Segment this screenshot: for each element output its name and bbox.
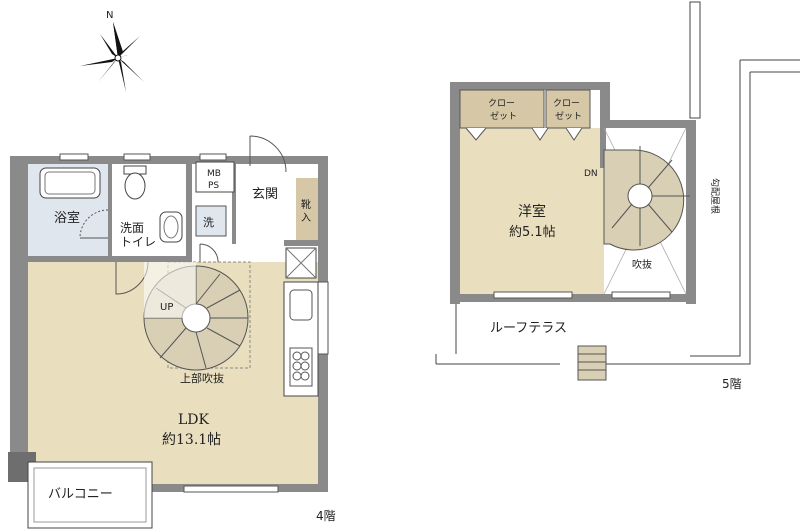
- terrace-step-lines: [578, 353, 606, 371]
- wall-5f-west: [450, 82, 460, 304]
- parapet-line-b: [600, 71, 800, 365]
- terrace-steps: [577, 345, 607, 381]
- spiral-stair-5f: [603, 146, 690, 251]
- wall-5f-east: [686, 120, 696, 304]
- entrance-floor: [236, 196, 296, 240]
- balcony: [27, 461, 153, 529]
- balcony-inner: [33, 467, 147, 523]
- window-5f-void: [611, 291, 671, 299]
- window-ldk-south: [183, 485, 279, 493]
- stair-void-cut: [144, 262, 196, 318]
- parapet-label: 勾配屋根: [709, 178, 721, 214]
- bath-door-swing: [79, 209, 109, 239]
- mbps-label-2: PS: [208, 181, 219, 191]
- closet1-label-1: クロー: [488, 98, 515, 109]
- roof-terrace-label: ルーフテラス: [490, 321, 567, 336]
- mbps-label-1: MB: [207, 169, 221, 179]
- closet-2: [545, 89, 591, 129]
- ldk-label-1: LDK: [178, 412, 210, 428]
- bathtub-inner: [44, 171, 96, 195]
- floor5-plan: [435, 1, 800, 381]
- wall-kitchen-top: [284, 240, 320, 246]
- floor4-label: 4階: [316, 508, 336, 523]
- stair-5f-treads: [611, 146, 690, 246]
- washroom-label-2: トイレ: [120, 235, 156, 249]
- stair-up-label: UP: [160, 302, 173, 313]
- wall-wet-south: [28, 256, 188, 262]
- wall-bath-wash: [108, 162, 112, 258]
- mbps-box: [195, 161, 235, 193]
- washer-label: 洗: [203, 216, 214, 229]
- burner: [300, 361, 310, 371]
- terrace-edge: [435, 302, 560, 365]
- window-ldk-east: [317, 281, 329, 355]
- wall-5f-mid: [600, 128, 606, 168]
- balcony-label: バルコニー: [48, 487, 113, 502]
- wall-5f-north-east: [600, 120, 696, 128]
- hall-door-swing: [199, 243, 219, 263]
- wall-north: [10, 156, 320, 164]
- western-room-floor: [460, 128, 604, 294]
- washbasin-bowl: [163, 215, 179, 239]
- burner: [300, 351, 310, 361]
- western-label-1: 洋室: [518, 203, 546, 220]
- shoe-storage-label-2: 入: [301, 213, 311, 224]
- stair-down-label: DN: [584, 169, 598, 179]
- burner: [300, 371, 310, 381]
- closet2-label-1: クロー: [553, 98, 580, 109]
- compass-rose-icon: [80, 22, 156, 92]
- shoe-storage-floor: [296, 178, 322, 240]
- floor4-plan: [8, 135, 329, 529]
- window-bath: [59, 153, 89, 161]
- wall-5f-south: [450, 294, 696, 302]
- wall-5f-north: [450, 82, 608, 90]
- washroom-label-1: 洗面: [120, 221, 144, 235]
- spiral-stair-4f: [143, 261, 251, 371]
- closet2-label-2: ゼット: [555, 110, 582, 122]
- wall-5f-notch: [600, 82, 610, 128]
- wall-wash-east: [186, 162, 192, 262]
- washer-pan: [195, 205, 227, 237]
- shoe-storage-label-1: 靴: [301, 198, 311, 211]
- window-wash: [123, 153, 151, 161]
- wall-west: [10, 156, 28, 456]
- window-5f-south: [493, 291, 573, 299]
- kitchen-sink: [289, 289, 313, 321]
- void-above-label: 上部吹抜: [180, 371, 224, 385]
- closet-doors: [465, 127, 583, 141]
- wall-entrance-west: [232, 162, 236, 244]
- entrance-door-swing: [249, 135, 287, 173]
- closet-1: [459, 89, 545, 129]
- western-label-2: 約5.1帖: [509, 225, 556, 240]
- entrance-label: 玄関: [252, 187, 278, 202]
- bathtub: [39, 167, 101, 199]
- floor5-label: 5階: [722, 376, 742, 391]
- parapet-north: [689, 1, 701, 119]
- toilet-bowl: [124, 172, 146, 200]
- compass-north-label: N: [106, 10, 113, 21]
- ldk-label-2: 約13.1帖: [162, 432, 221, 448]
- parapet-line-a: [690, 59, 800, 357]
- bath-label: 浴室: [54, 210, 80, 226]
- window-mbps: [199, 153, 227, 161]
- closet1-label-2: ゼット: [490, 110, 517, 122]
- fridge-x: [285, 247, 317, 279]
- void-label: 吹抜: [632, 258, 652, 271]
